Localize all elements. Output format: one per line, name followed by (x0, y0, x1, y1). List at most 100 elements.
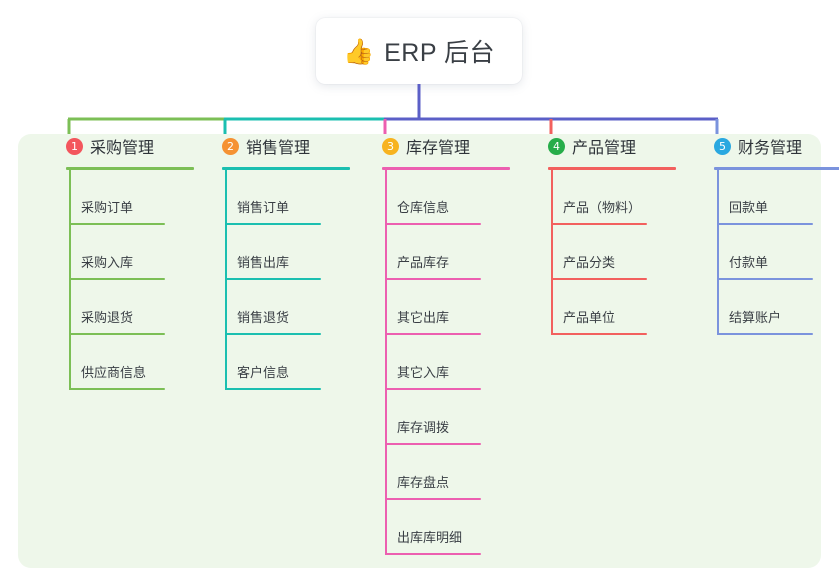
branch-item-label: 产品库存 (397, 255, 450, 270)
branch-item-label: 客户信息 (237, 365, 290, 380)
branch-item-underline (69, 223, 165, 225)
branch-item[interactable]: 回款单 (717, 170, 839, 225)
branch-item-underline (717, 223, 813, 225)
branch-item-label: 供应商信息 (81, 365, 147, 380)
branch-item[interactable]: 销售订单 (225, 170, 360, 225)
branch-number-badge: 1 (66, 137, 83, 155)
branch-column-5: 5 财务管理回款单付款单结算账户 (692, 134, 839, 335)
branch-header-4[interactable]: 4 产品管理 (526, 134, 686, 158)
branch-item-underline (551, 278, 647, 280)
branch-item-underline (225, 223, 321, 225)
branch-item[interactable]: 其它入库 (385, 335, 520, 390)
branch-item-label: 采购订单 (81, 200, 134, 215)
branch-header-underline (548, 167, 676, 170)
branch-item[interactable]: 采购订单 (69, 170, 204, 225)
branch-spine (225, 170, 227, 390)
branch-item-underline (225, 333, 321, 335)
branch-item[interactable]: 采购退货 (69, 280, 204, 335)
branch-item-list: 销售订单销售出库销售退货客户信息 (225, 170, 360, 390)
branch-spine (717, 170, 719, 335)
branch-item-underline (385, 388, 481, 390)
branch-item[interactable]: 出库库明细 (385, 500, 520, 555)
branch-item-underline (385, 553, 481, 555)
branch-title: 财务管理 (738, 140, 803, 157)
branch-item[interactable]: 库存盘点 (385, 445, 520, 500)
branch-number-badge: 5 (714, 137, 731, 155)
branch-item[interactable]: 产品（物料） (551, 170, 686, 225)
branch-item-label: 付款单 (729, 255, 769, 270)
branch-header-underline (714, 167, 839, 170)
branch-item-underline (225, 278, 321, 280)
branch-number-badge: 4 (548, 137, 565, 155)
diagram-panel: 1 采购管理采购订单采购入库采购退货供应商信息 2 销售管理销售订单销售出库销售退货客… (18, 134, 839, 568)
branch-item[interactable]: 仓库信息 (385, 170, 520, 225)
branch-header-underline (222, 167, 350, 170)
branch-item-label: 销售退货 (237, 310, 290, 325)
branch-item-underline (225, 388, 321, 390)
branch-item-label: 库存调拨 (397, 420, 450, 435)
branch-item-label: 销售订单 (237, 200, 290, 215)
branch-item-label: 产品（物料） (563, 200, 642, 215)
branch-item[interactable]: 销售退货 (225, 280, 360, 335)
branch-item-label: 出库库明细 (397, 530, 463, 545)
branch-item-underline (717, 333, 813, 335)
branch-spine (385, 170, 387, 555)
branch-item[interactable]: 销售出库 (225, 225, 360, 280)
branch-item-label: 仓库信息 (397, 200, 450, 215)
branch-item-underline (385, 333, 481, 335)
branch-item-underline (551, 333, 647, 335)
branch-item-underline (69, 388, 165, 390)
branch-item-underline (385, 223, 481, 225)
branch-item-underline (385, 498, 481, 500)
branch-spine (551, 170, 553, 335)
branch-item-underline (385, 443, 481, 445)
branch-title: 库存管理 (406, 140, 471, 157)
branch-title: 产品管理 (572, 140, 637, 157)
branch-item-underline (69, 333, 165, 335)
branch-item-list: 产品（物料） 产品分类产品单位 (551, 170, 686, 335)
branch-item-underline (717, 278, 813, 280)
branch-header-underline (382, 167, 510, 170)
branch-item[interactable]: 产品分类 (551, 225, 686, 280)
branch-item-label: 其它出库 (397, 310, 450, 325)
branch-item[interactable]: 供应商信息 (69, 335, 204, 390)
branch-item-list: 仓库信息产品库存其它出库其它入库库存调拨库存盘点出库库明细 (385, 170, 520, 555)
branch-item-label: 结算账户 (729, 310, 782, 325)
branch-item[interactable]: 付款单 (717, 225, 839, 280)
branch-item[interactable]: 产品库存 (385, 225, 520, 280)
branch-item-label: 产品分类 (563, 255, 616, 270)
branch-spine (69, 170, 71, 390)
branch-item-label: 回款单 (729, 200, 769, 215)
branch-item-underline (551, 223, 647, 225)
branch-item[interactable]: 其它出库 (385, 280, 520, 335)
branch-column-1: 1 采购管理采购订单采购入库采购退货供应商信息 (44, 134, 204, 390)
branch-item[interactable]: 客户信息 (225, 335, 360, 390)
root-node-card[interactable]: 👍 ERP 后台 (316, 18, 522, 84)
branch-header-5[interactable]: 5 财务管理 (692, 134, 839, 158)
branch-title: 采购管理 (90, 140, 155, 157)
branch-column-2: 2 销售管理销售订单销售出库销售退货客户信息 (200, 134, 360, 390)
thumbs-up-icon: 👍 (342, 37, 375, 66)
branch-item[interactable]: 库存调拨 (385, 390, 520, 445)
branch-item-list: 回款单付款单结算账户 (717, 170, 839, 335)
branch-item-underline (385, 278, 481, 280)
branch-item-label: 库存盘点 (397, 475, 450, 490)
branch-number-badge: 2 (222, 137, 239, 155)
branch-column-4: 4 产品管理产品（物料） 产品分类产品单位 (526, 134, 686, 335)
branch-item-underline (69, 278, 165, 280)
root-node-title: ERP 后台 (384, 39, 496, 67)
branch-item[interactable]: 结算账户 (717, 280, 839, 335)
branch-item-list: 采购订单采购入库采购退货供应商信息 (69, 170, 204, 390)
branch-item[interactable]: 采购入库 (69, 225, 204, 280)
branch-item[interactable]: 产品单位 (551, 280, 686, 335)
branch-item-label: 其它入库 (397, 365, 450, 380)
branch-item-label: 采购退货 (81, 310, 134, 325)
branch-item-label: 销售出库 (237, 255, 290, 270)
branch-header-underline (66, 167, 194, 170)
branch-title: 销售管理 (246, 140, 311, 157)
branch-item-label: 产品单位 (563, 310, 616, 325)
branch-header-2[interactable]: 2 销售管理 (200, 134, 360, 158)
branch-header-1[interactable]: 1 采购管理 (44, 134, 204, 158)
